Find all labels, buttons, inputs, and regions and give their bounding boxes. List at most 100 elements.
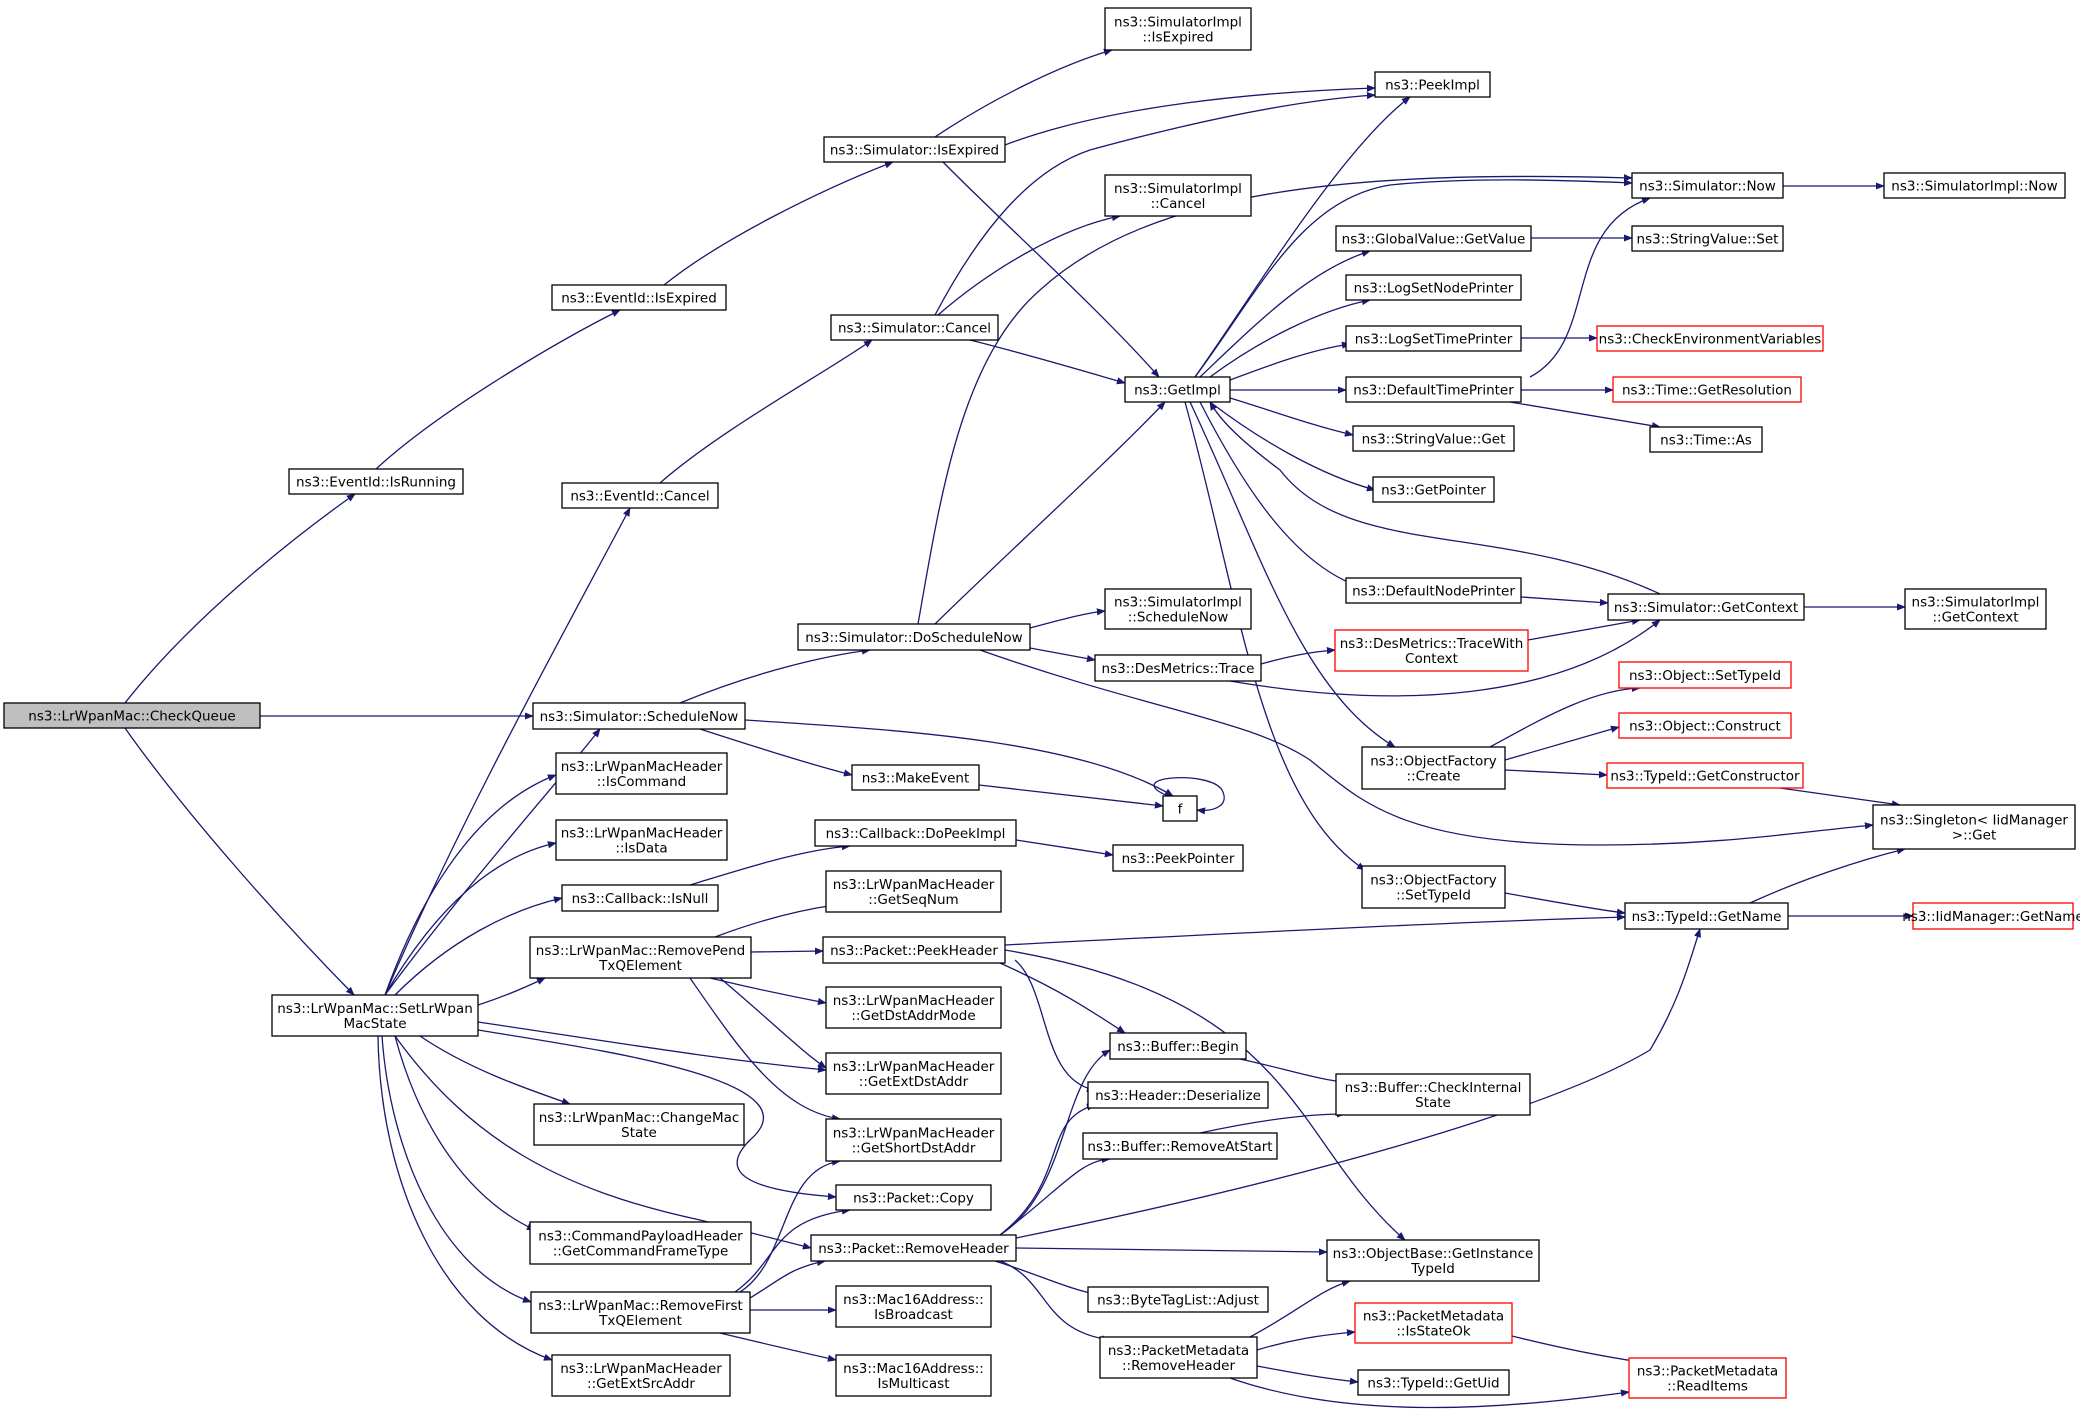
node-EventIdCancel[interactable]: ns3::EventId::Cancel [561,482,719,509]
call-edge-PacketPeekHeader-to-BufferBegin [999,962,1126,1034]
node-ObjectFactoryCreate[interactable]: ns3::ObjectFactory::Create [1361,746,1506,790]
edge-path [937,214,1121,316]
node-GetExtSrcAddr[interactable]: ns3::LrWpanMacHeader::GetExtSrcAddr [551,1354,731,1397]
node-TypeIdGetConstructor[interactable]: ns3::TypeId::GetConstructor [1606,762,1804,789]
node-SimulatorGetContext[interactable]: ns3::Simulator::GetContext [1607,593,1805,621]
node-DesMetricsTrace[interactable]: ns3::DesMetrics::Trace [1094,654,1262,682]
node-ByteTagListAdjust[interactable]: ns3::ByteTagList::Adjust [1087,1286,1269,1313]
node-CallbackDoPeekImpl[interactable]: ns3::Callback::DoPeekImpl [814,819,1017,847]
node-SimulatorDoScheduleNow[interactable]: ns3::Simulator::DoScheduleNow [797,623,1031,651]
node-ObjectSetTypeId[interactable]: ns3::Object::SetTypeId [1618,661,1792,689]
node-EventIdIsRunning[interactable]: ns3::EventId::IsRunning [288,468,464,495]
node-PeekPointer[interactable]: ns3::PeekPointer [1112,844,1244,872]
node-PacketCopy[interactable]: ns3::Packet::Copy [835,1184,992,1211]
node-StringValueSet[interactable]: ns3::StringValue::Set [1631,225,1784,252]
call-edge-CheckQueue-to-SetLrWpanMacState [124,727,355,996]
node-BufferBegin[interactable]: ns3::Buffer::Begin [1109,1032,1247,1060]
node-box [1099,1336,1258,1379]
call-edge-ObjectFactorySetTypeId-to-TypeIdGetName [1504,892,1626,916]
node-PacketRemoveHeader[interactable]: ns3::Packet::RemoveHeader [810,1234,1017,1262]
node-box [561,482,719,509]
node-IsData[interactable]: ns3::LrWpanMacHeader::IsData [555,819,728,861]
node-DefaultTimePrinter[interactable]: ns3::DefaultTimePrinter [1345,376,1522,403]
node-GetImpl[interactable]: ns3::GetImpl [1124,376,1231,403]
node-label: ns3::TypeId::GetConstructor [1610,769,1800,785]
node-label: ns3::ObjectBase::GetInstance [1333,1246,1534,1262]
node-SimulatorNow[interactable]: ns3::Simulator::Now [1631,172,1784,199]
node-SimulatorImplGetContext[interactable]: ns3::SimulatorImpl::GetContext [1904,588,2047,630]
edge-path [124,493,356,704]
node-TypeIdGetUid[interactable]: ns3::TypeId::GetUid [1357,1369,1510,1396]
node-TimeAs[interactable]: ns3::Time::As [1649,426,1763,453]
node-label: ns3::PeekPointer [1122,851,1235,867]
node-GlobalValueGetValue[interactable]: ns3::GlobalValue::GetValue [1335,225,1532,252]
node-CheckQueue[interactable]: ns3::LrWpanMac::CheckQueue [3,702,261,729]
edge-path [1209,298,1371,378]
node-DefaultNodePrinter[interactable]: ns3::DefaultNodePrinter [1345,577,1522,604]
node-TypeIdGetName[interactable]: ns3::TypeId::GetName [1624,902,1789,930]
node-ObjectFactorySetTypeId[interactable]: ns3::ObjectFactory::SetTypeId [1361,865,1506,909]
node-ObjectConstruct[interactable]: ns3::Object::Construct [1618,712,1792,739]
node-GetShortDstAddr[interactable]: ns3::LrWpanMacHeader::GetShortDstAddr [825,1118,1002,1162]
edge-path [1229,1377,1630,1409]
node-SimulatorImplIsExpired[interactable]: ns3::SimulatorImpl::IsExpired [1104,7,1252,51]
node-box [823,136,1006,163]
node-SimulatorScheduleNow[interactable]: ns3::Simulator::ScheduleNow [532,702,746,730]
node-label: Context [1405,651,1458,667]
node-PacketPeekHeader[interactable]: ns3::Packet::PeekHeader [822,936,1006,964]
node-TimeGetResolution[interactable]: ns3::Time::GetResolution [1612,376,1802,403]
call-edge-SetLrWpanMacState-to-RemovePendTxQElement [477,977,546,1006]
node-SimulatorCancel[interactable]: ns3::Simulator::Cancel [830,314,999,341]
node-LogSetTimePrinter[interactable]: ns3::LogSetTimePrinter [1345,325,1522,352]
node-Mac16IsMulticast[interactable]: ns3::Mac16Address::IsMulticast [835,1354,992,1397]
node-SimulatorIsExpired[interactable]: ns3::Simulator::IsExpired [823,136,1006,163]
node-PacketMetadataIsStateOk[interactable]: ns3::PacketMetadata::IsStateOk [1354,1302,1513,1344]
node-CheckEnvironmentVariables[interactable]: ns3::CheckEnvironmentVariables [1596,325,1824,352]
call-edge-PacketRemoveHeader-to-ObjectBaseGetInstanceTypeId [1015,1247,1328,1256]
node-CallbackIsNull[interactable]: ns3::Callback::IsNull [561,884,719,912]
edge-path [1511,1335,1641,1365]
call-edge-SimulatorIsExpired-to-PeekImpl [1004,84,1376,146]
node-GetPointer[interactable]: ns3::GetPointer [1372,476,1495,503]
call-edge-RemovePendTxQElement-to-GetSeqNum [714,902,836,938]
node-SimulatorImplCancel[interactable]: ns3::SimulatorImpl::Cancel [1104,174,1252,217]
node-box [288,468,464,495]
node-SimulatorImplScheduleNow[interactable]: ns3::SimulatorImpl::ScheduleNow [1104,588,1252,630]
node-Mac16IsBroadcast[interactable]: ns3::Mac16Address::IsBroadcast [835,1285,992,1328]
node-label: ns3::LrWpanMac::RemovePend [536,943,745,959]
node-PeekImpl[interactable]: ns3::PeekImpl [1374,71,1491,98]
edge-path [477,1021,827,1073]
node-PacketMetadataReadItems[interactable]: ns3::PacketMetadata::ReadItems [1628,1357,1787,1399]
call-edge-EventIdIsRunning-to-EventIdIsExpired [375,309,621,470]
node-MakeEvent[interactable]: ns3::MakeEvent [851,764,980,791]
node-label: ns3::TypeId::GetUid [1367,1376,1499,1392]
node-BufferRemoveAtStart[interactable]: ns3::Buffer::RemoveAtStart [1082,1132,1278,1160]
node-IidManagerGetName[interactable]: ns3::IidManager::GetName [1902,902,2080,930]
node-PacketMetadataRemoveHeader[interactable]: ns3::PacketMetadata::RemoveHeader [1099,1336,1258,1379]
node-label: ns3::IidManager::GetName [1902,909,2080,925]
node-GetCommandFrameType[interactable]: ns3::CommandPayloadHeader::GetCommandFra… [529,1221,752,1265]
node-HeaderDeserialize[interactable]: ns3::Header::Deserialize [1087,1081,1269,1109]
node-EventIdIsExpired[interactable]: ns3::EventId::IsExpired [551,284,727,311]
node-LogSetNodePrinter[interactable]: ns3::LogSetNodePrinter [1345,274,1522,301]
call-edge-ObjectFactoryCreate-to-TypeIdGetConstructor [1504,769,1608,779]
node-GetDstAddrMode[interactable]: ns3::LrWpanMacHeader::GetDstAddrMode [825,986,1002,1029]
call-edge-SetLrWpanMacState-to-RemoveFirstTxQElement [381,1035,532,1303]
node-StringValueGet[interactable]: ns3::StringValue::Get [1352,425,1515,452]
node-label: ns3::Callback::IsNull [572,891,709,907]
node-SingletonGet[interactable]: ns3::Singleton< IidManager >::Get [1872,804,2076,850]
node-SimulatorImplNow[interactable]: ns3::SimulatorImpl::Now [1883,172,2066,199]
node-f[interactable]: f [1162,795,1198,822]
node-GetExtDstAddr[interactable]: ns3::LrWpanMacHeader::GetExtDstAddr [825,1052,1002,1095]
node-GetSeqNum[interactable]: ns3::LrWpanMacHeader::GetSeqNum [825,870,1002,913]
node-label: ns3::LrWpanMacHeader [833,877,995,893]
node-IsCommand[interactable]: ns3::LrWpanMacHeader::IsCommand [555,752,728,795]
